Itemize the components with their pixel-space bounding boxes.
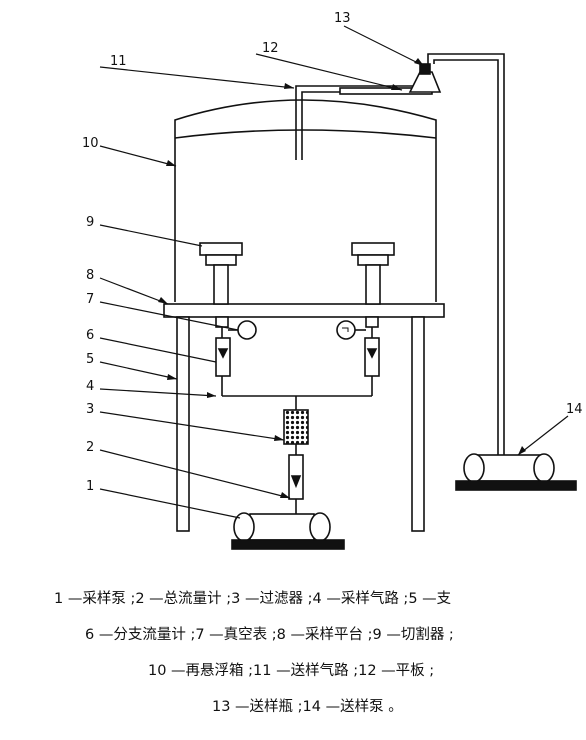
label-11: 11 [110, 54, 127, 69]
platform-legs [176, 316, 425, 532]
label-10: 10 [82, 136, 99, 151]
resuspension-chamber-diagram: 1 2 3 4 5 6 7 8 9 10 11 12 13 14 [82, 11, 583, 550]
sample-sending-pump [455, 453, 577, 491]
label-4: 4 [86, 379, 94, 394]
vacuum-gauge-right [336, 320, 366, 340]
filter [283, 409, 309, 445]
leader-lines [99, 25, 569, 519]
sampling-platform [163, 303, 445, 318]
cutter-right [351, 242, 395, 328]
sample-return-line [427, 53, 505, 457]
sampling-gas-path [222, 395, 372, 410]
label-13: 13 [334, 11, 351, 26]
label-2: 2 [86, 440, 94, 455]
legend-line-2: 6 —分支流量计 ;7 —真空表 ;8 —采样平台 ;9 —切割器 ; [85, 627, 454, 643]
label-5: 5 [86, 352, 94, 367]
label-14: 14 [566, 402, 583, 417]
sample-sending-gas-path [295, 85, 416, 160]
label-3: 3 [86, 402, 94, 417]
sampling-pump [231, 512, 345, 550]
label-8: 8 [86, 268, 94, 283]
branch-flowmeter-left [215, 327, 231, 396]
branch-flowmeter-right [364, 327, 380, 396]
label-6: 6 [86, 328, 94, 343]
legend-line-3: 10 —再悬浮箱 ;11 —送样气路 ;12 —平板 ; [148, 663, 435, 679]
cutter-left [199, 242, 243, 328]
total-flowmeter [288, 444, 304, 514]
label-7: 7 [86, 292, 94, 307]
label-9: 9 [86, 215, 94, 230]
label-12: 12 [262, 41, 279, 56]
legend-line-1: 1 —采样泵 ;2 —总流量计 ;3 —过滤器 ;4 —采样气路 ;5 —支 [54, 591, 452, 607]
part-labels: 1 2 3 4 5 6 7 8 9 10 11 12 13 14 [82, 11, 583, 494]
sample-bottle [408, 63, 442, 93]
vacuum-gauge-left [228, 320, 257, 340]
legend-line-4: 13 —送样瓶 ;14 —送样泵 。 [212, 699, 403, 715]
leader-arrowheads [158, 58, 526, 498]
label-1: 1 [86, 479, 94, 494]
